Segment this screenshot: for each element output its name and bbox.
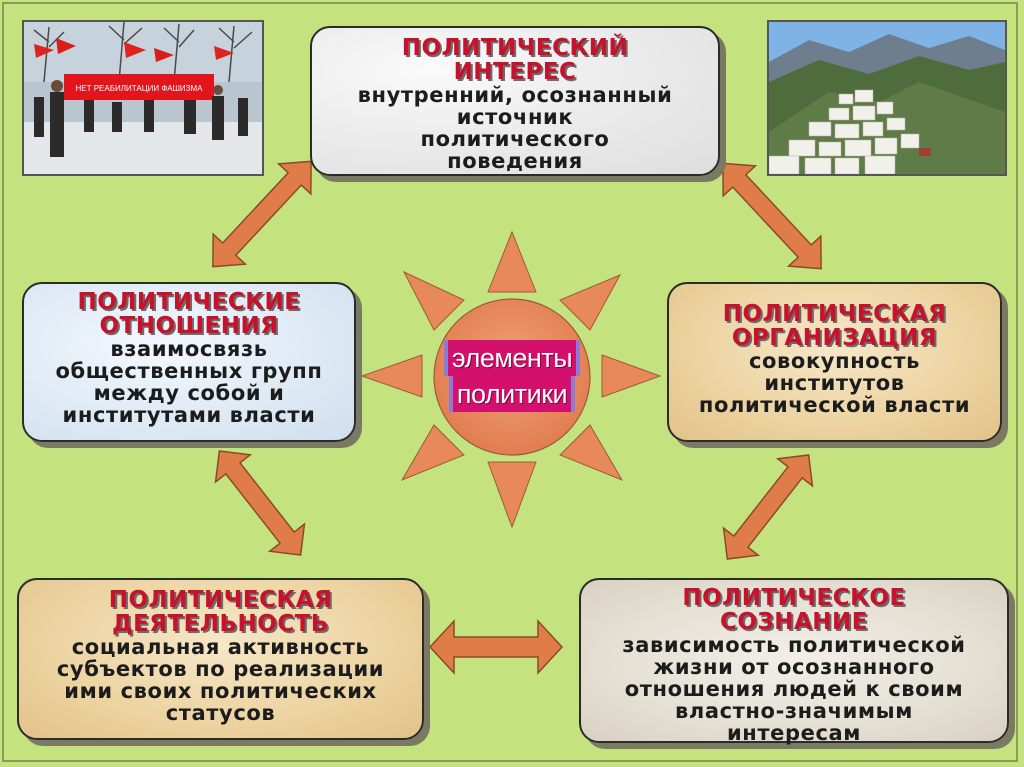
element-box-relations: ПОЛИТИЧЕСКИЕ ОТНОШЕНИЯ взаимосвязь общес… xyxy=(22,282,356,442)
sun-ray-top-left xyxy=(402,270,465,331)
mountain-town-photo xyxy=(767,20,1007,176)
double-arrow-relations-activity xyxy=(214,450,306,556)
element-title-organization: ПОЛИТИЧЕСКАЯ ОРГАНИЗАЦИЯ xyxy=(722,301,947,352)
element-title-relations: ПОЛИТИЧЕСКИЕ ОТНОШЕНИЯ xyxy=(77,289,301,340)
element-text-relations: взаимосвязь общественных групп между соб… xyxy=(55,337,323,428)
double-arrow-relations-interest xyxy=(212,160,312,268)
element-box-activity: ПОЛИТИЧЕСКАЯ ДЕЯТЕЛЬНОСТЬ социальная акт… xyxy=(17,578,424,740)
double-arrow-activity-consciousness xyxy=(428,619,564,675)
element-box-interest: ПОЛИТИЧЕСКИЙ ИНТЕРЕС внутренний, осознан… xyxy=(310,26,720,176)
element-box-consciousness: ПОЛИТИЧЕСКОЕ СОЗНАНИЕ зависимость полити… xyxy=(579,578,1009,746)
element-text-consciousness: зависимость политической жизни от осозна… xyxy=(622,633,966,746)
center-label-line1: элементы xyxy=(443,340,581,376)
element-title-activity: ПОЛИТИЧЕСКАЯ ДЕЯТЕЛЬНОСТЬ xyxy=(108,587,333,638)
element-text-interest: внутренний, осознанный источник политиче… xyxy=(357,83,673,174)
element-text-organization: совокупность институтов политической вла… xyxy=(698,349,971,418)
sun-ray-bottom-left xyxy=(400,424,465,482)
double-arrow-interest-organization xyxy=(722,162,822,270)
center-label-line2: политики xyxy=(448,376,576,412)
element-box-organization: ПОЛИТИЧЕСКАЯ ОРГАНИЗАЦИЯ совокупность ин… xyxy=(667,282,1002,442)
double-arrow-organization-consciousness xyxy=(722,454,814,560)
element-title-consciousness: ПОЛИТИЧЕСКОЕ СОЗНАНИЕ xyxy=(682,585,906,636)
center-label: элементы политики xyxy=(437,340,587,412)
protest-photo: НЕТ РЕАБИЛИТАЦИИ ФАШИЗМА xyxy=(22,20,264,176)
sun-ray-top xyxy=(487,230,537,293)
sun-rays xyxy=(360,230,662,529)
element-title-interest: ПОЛИТИЧЕСКИЙ ИНТЕРЕС xyxy=(401,35,629,86)
sun-ray-top-right xyxy=(559,273,622,331)
sun-ray-left xyxy=(360,354,423,398)
sun-ray-bottom xyxy=(487,461,537,529)
protest-banner-text: НЕТ РЕАБИЛИТАЦИИ ФАШИЗМА xyxy=(76,84,204,93)
sun-ray-bottom-right xyxy=(559,424,624,482)
connector-arrows xyxy=(212,160,822,675)
element-text-activity: социальная активность субъектов по реали… xyxy=(56,635,385,726)
sun-ray-right xyxy=(601,354,662,398)
